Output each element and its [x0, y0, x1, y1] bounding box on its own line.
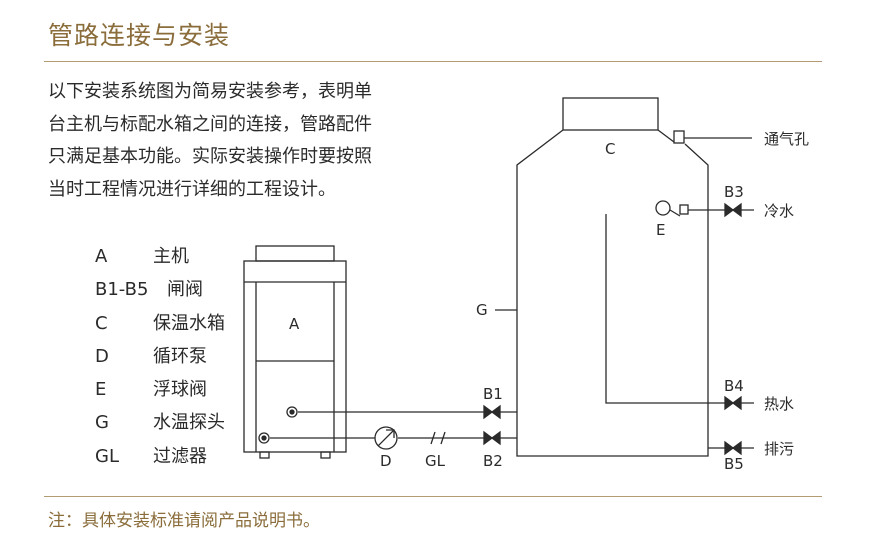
label-c: C: [605, 140, 615, 158]
label-drain: 排污: [764, 440, 794, 458]
hot-water-pipe: [605, 214, 754, 404]
legend-item-g: G 水温探头: [95, 406, 225, 439]
legend: A 主机 B1-B5 闸阀 C 保温水箱 D 循环泵 E 浮球阀 G 水温探头 GL 过滤器: [95, 240, 225, 473]
sensor-port-dot: [289, 409, 295, 415]
legend-desc: 浮球阀: [153, 379, 207, 401]
legend-desc: 水温探头: [153, 412, 225, 434]
outlet-port-dot: [261, 435, 267, 441]
title-divider: [44, 61, 822, 62]
gate-valve-b5-icon: [724, 440, 742, 456]
filter-icon: [430, 431, 446, 445]
label-vent: 通气孔: [764, 130, 809, 148]
unit-foot-right: [320, 451, 331, 459]
legend-item-c: C 保温水箱: [95, 307, 225, 340]
label-d: D: [380, 452, 392, 470]
legend-code: G: [95, 412, 109, 434]
label-a: A: [289, 315, 300, 333]
legend-code: C: [95, 312, 108, 334]
gate-valve-b3-icon: [724, 202, 742, 218]
legend-desc: 过滤器: [153, 445, 207, 467]
gate-valve-b2-icon: [483, 430, 501, 446]
legend-code: E: [95, 379, 107, 401]
tank-body: [516, 129, 709, 457]
page-title: 管路连接与安装: [48, 21, 231, 50]
legend-item-a: A 主机: [95, 240, 225, 273]
legend-item-b: B1-B5 闸阀: [95, 273, 225, 306]
tank-shoulder-right: [657, 129, 675, 143]
legend-item-gl: GL 过滤器: [95, 440, 225, 473]
legend-desc: 闸阀: [167, 279, 203, 301]
tank-top-cap: [562, 97, 659, 131]
legend-code: A: [95, 246, 108, 267]
label-b4: B4: [724, 377, 744, 395]
water-tank: [495, 97, 754, 457]
footer-note: 注：具体安装标准请阅产品说明书。: [48, 511, 320, 531]
sensor-port-icon: [286, 406, 298, 418]
float-valve-body: [679, 204, 689, 215]
label-hot-water: 热水: [764, 395, 794, 413]
intro-text: 以下安装系统图为简易安装参考，表明单台主机与标配水箱之间的连接，管路配件只满足基…: [48, 81, 372, 200]
vent-pipe: [673, 130, 685, 144]
legend-desc: 循环泵: [153, 345, 207, 367]
unit-body: [243, 260, 347, 453]
outlet-port-icon: [258, 432, 270, 444]
legend-item-e: E 浮球阀: [95, 373, 225, 406]
label-cold-water: 冷水: [764, 202, 794, 220]
main-unit: [243, 245, 347, 459]
legend-code: GL: [95, 445, 119, 467]
label-e: E: [656, 221, 665, 239]
float-valve-icon: [655, 200, 671, 216]
gate-valve-b4-icon: [724, 395, 742, 411]
unit-top-cap: [255, 245, 335, 262]
label-b1: B1: [483, 385, 503, 403]
legend-item-d: D 循环泵: [95, 340, 225, 373]
footer-divider: [44, 496, 822, 497]
float-valve-arm: [669, 209, 681, 217]
label-b2: B2: [483, 452, 503, 470]
legend-code: B1-B5: [95, 279, 149, 301]
legend-desc: 主机: [153, 246, 189, 267]
label-b3: B3: [724, 183, 744, 201]
legend-desc: 保温水箱: [153, 312, 225, 334]
legend-code: D: [95, 345, 109, 367]
label-b5: B5: [724, 455, 744, 473]
label-gl: GL: [425, 452, 446, 470]
gate-valve-b1-icon: [483, 404, 501, 420]
circulation-pump-icon: [374, 426, 398, 450]
label-g: G: [476, 301, 488, 319]
unit-foot-left: [259, 451, 270, 459]
